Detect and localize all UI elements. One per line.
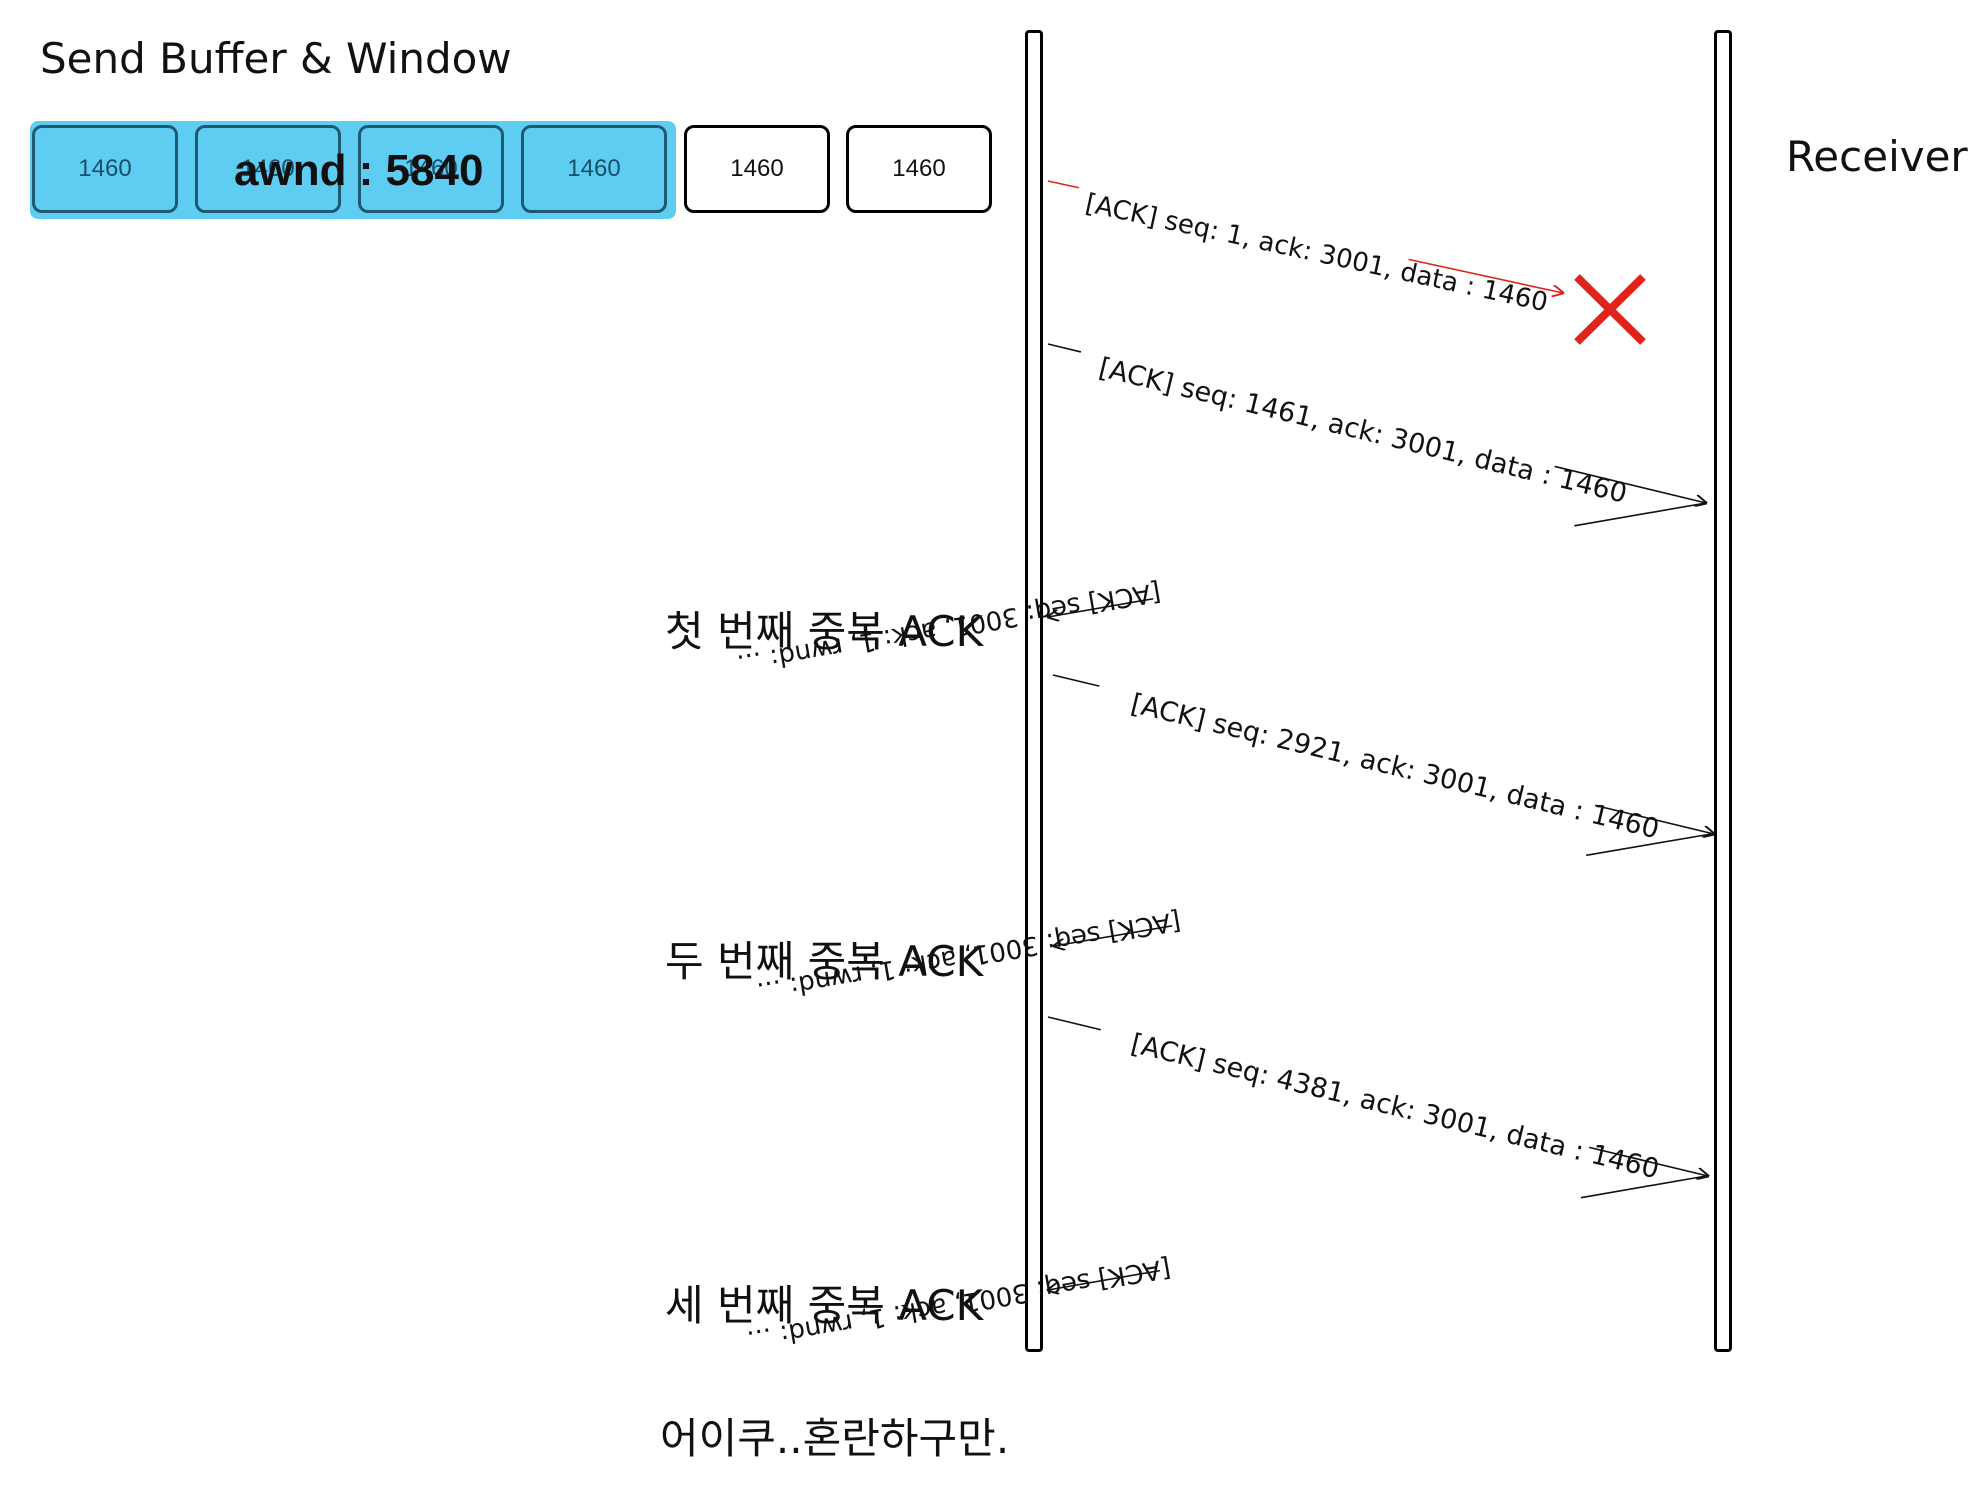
message-arrow [1408, 258, 1564, 293]
first-duplicate-ack-label: 첫 번째 중복 ACK [665, 607, 984, 656]
segment-size: 1460 [892, 155, 946, 182]
second-duplicate-ack-label: 두 번째 중복 ACK [665, 937, 984, 986]
segment-size: 1460 [78, 155, 132, 182]
message-arrow [1594, 804, 1714, 834]
buffer-segment: 1460 [358, 125, 504, 213]
message-label: [ACK] seq: 4381, ack: 3001, data : 1460 [1128, 1028, 1662, 1185]
buffer-segment: 1460 [32, 125, 178, 213]
sender-lifeline [1025, 30, 1043, 1352]
message-line [1574, 502, 1707, 527]
message-arrow [1589, 1146, 1708, 1176]
window-size-label: awnd : 5840 [234, 146, 484, 195]
message-line [1580, 1175, 1707, 1199]
message-line [1047, 343, 1082, 353]
diagram-title: Send Buffer & Window [40, 34, 512, 83]
receiver-lifeline [1714, 30, 1732, 1352]
third-duplicate-ack-label: 세 번째 중복 ACK [665, 1281, 984, 1330]
message-arrow [1048, 597, 1154, 617]
message-label: [ACK] seq: 1461, ack: 3001, data : 1460 [1096, 352, 1630, 509]
message-line [1047, 180, 1080, 189]
message-arrow [1054, 925, 1173, 946]
buffer-segment: 1460 [521, 125, 667, 213]
segment-size: 1460 [567, 155, 621, 182]
message-line [1586, 833, 1712, 857]
segment-size: 1460 [404, 155, 458, 182]
footer-comment: 어이쿠..혼란하구만. [660, 1414, 1010, 1463]
buffer-segment: 1460 [195, 125, 341, 213]
message-label: [ACK] seq: 1, ack: 3001, data : 1460 [1083, 189, 1551, 319]
receiver-label: Receiver [1786, 132, 1968, 181]
message-line [1052, 674, 1100, 687]
segment-size: 1460 [241, 155, 295, 182]
message-line [1047, 1016, 1101, 1031]
message-label: [ACK] seq: 2921, ack: 3001, data : 1460 [1128, 688, 1662, 845]
segment-size: 1460 [730, 155, 784, 182]
buffer-segment: 1460 [846, 125, 992, 213]
buffer-segment: 1460 [684, 125, 830, 213]
message-arrow [1554, 465, 1706, 503]
message-arrow [1048, 1269, 1160, 1290]
x-icon [1574, 274, 1646, 345]
